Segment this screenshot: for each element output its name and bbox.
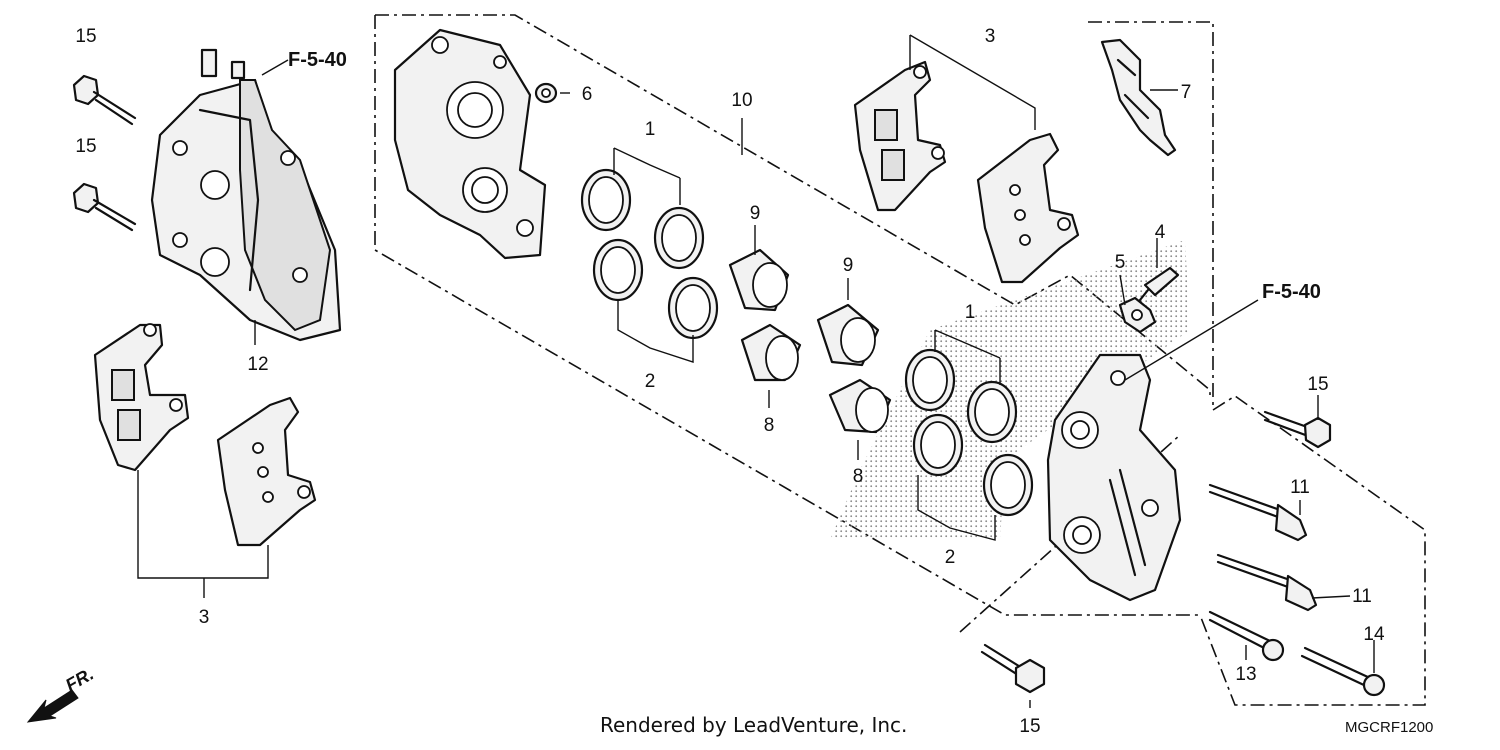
callout-11-upper: 11 (1290, 477, 1310, 498)
callout-11-lower: 11 (1352, 586, 1372, 607)
callout-13: 13 (1235, 664, 1256, 685)
callout-6: 6 (582, 84, 593, 105)
callout-8-right: 8 (853, 466, 864, 487)
brake-pads-left (93, 323, 317, 547)
callout-15-top-left: 15 (75, 26, 96, 47)
callout-14: 14 (1363, 624, 1385, 645)
callout-9-right: 9 (843, 255, 854, 276)
pad-spring (1100, 38, 1177, 157)
pin-kit-group-outline (1088, 21, 1426, 706)
callout-1-lower: 1 (965, 302, 976, 323)
nut (534, 82, 558, 104)
callout-15-mid-left: 15 (75, 136, 96, 157)
callout-2-upper: 2 (645, 371, 656, 392)
callout-5: 5 (1115, 252, 1126, 273)
callout-labels: 15 15 12 3 6 10 1 2 9 8 9 8 3 7 4 5 1 2 … (75, 26, 1385, 737)
callout-10: 10 (731, 90, 752, 111)
brake-pads-right (853, 60, 1080, 284)
pistons-center (728, 248, 892, 434)
callout-12: 12 (247, 354, 268, 375)
caliper-pins (1208, 483, 1318, 612)
callout-3-left: 3 (199, 607, 210, 628)
callout-9-left: 9 (750, 203, 761, 224)
leader-lines (137, 34, 1375, 708)
callout-1-upper: 1 (645, 119, 656, 140)
hanger-pins (1208, 610, 1386, 697)
callout-4: 4 (1155, 222, 1166, 243)
bolts-left (72, 74, 137, 232)
piston-seals-lower (904, 348, 1034, 517)
bolt-bottom (980, 643, 1046, 694)
callout-3-right: 3 (985, 26, 996, 47)
reference-label-left: F-5-40 (288, 49, 347, 71)
caliper-body-right (1046, 353, 1182, 602)
callout-15-bottom: 15 (1019, 716, 1040, 737)
front-direction-arrow (26, 689, 79, 723)
piston-seals-upper (580, 168, 719, 340)
credit-text: Rendered by LeadVenture, Inc. (600, 713, 907, 737)
direction-label: FR. (62, 664, 97, 696)
diagram-code: MGCRF1200 (1345, 719, 1433, 736)
caliper-parts-group-outline (375, 14, 1211, 395)
bolt-right-upper (1263, 410, 1332, 449)
callout-15-right: 15 (1307, 374, 1328, 395)
caliper-body-center (393, 28, 547, 260)
callout-2-lower: 2 (945, 547, 956, 568)
bleeder-valve (1118, 266, 1180, 334)
reference-label-right: F-5-40 (1262, 281, 1321, 303)
caliper-assembly-left (150, 48, 342, 342)
caliper-parts-group-outline-lower (374, 15, 1200, 616)
callout-7: 7 (1181, 82, 1192, 103)
callout-8-left: 8 (764, 415, 775, 436)
